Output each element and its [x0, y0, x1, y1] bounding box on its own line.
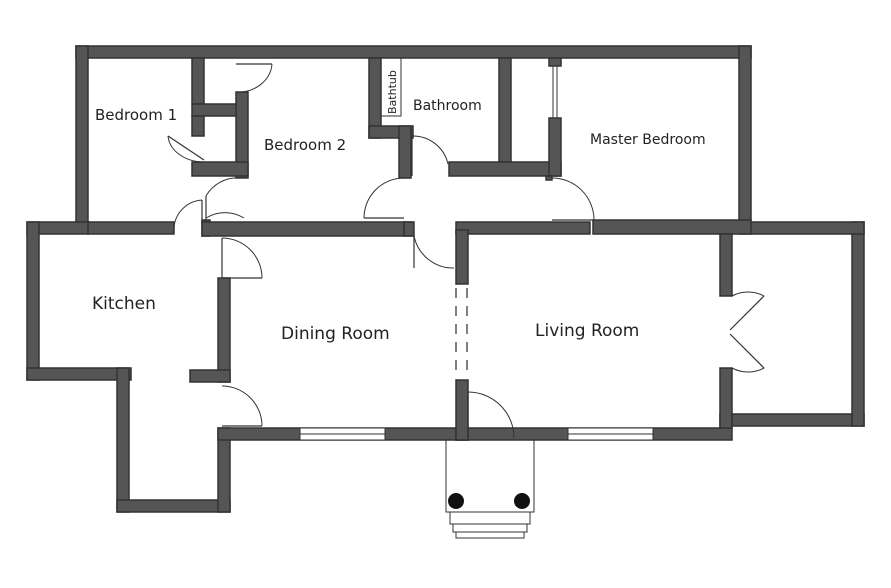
label-master-bedroom: Master Bedroom — [590, 132, 706, 148]
room-labels: Bedroom 1 Bedroom 2 Bathtub Bathroom Mas… — [92, 70, 706, 344]
interior-walls — [87, 57, 752, 441]
label-bedroom2: Bedroom 2 — [264, 136, 346, 154]
label-bedroom1: Bedroom 1 — [95, 106, 177, 124]
open-passage — [455, 288, 468, 378]
front-porch — [445, 439, 535, 539]
label-bathroom: Bathroom — [413, 98, 482, 114]
porch-post — [514, 493, 530, 509]
doors — [167, 63, 765, 439]
label-dining-room: Dining Room — [281, 324, 390, 344]
porch-post — [448, 493, 464, 509]
windows — [299, 427, 654, 441]
label-kitchen: Kitchen — [92, 294, 156, 314]
label-living-room: Living Room — [535, 321, 639, 341]
label-bathtub: Bathtub — [386, 70, 399, 114]
bathtub — [380, 57, 402, 117]
